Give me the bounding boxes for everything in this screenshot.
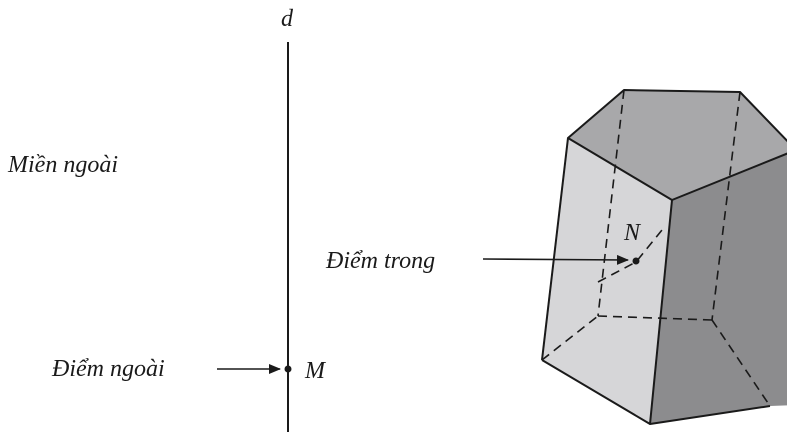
point-m <box>284 365 292 373</box>
hidden-edge-1 <box>597 89 625 317</box>
inner-point-arrow <box>482 254 629 265</box>
inner-point-caption: Điểm trong <box>325 248 435 274</box>
prism-top-face <box>568 90 787 200</box>
bottom-edges <box>541 359 771 425</box>
hidden-edge-4 <box>597 315 713 321</box>
hidden-edge-2 <box>711 91 741 321</box>
point-m-label: M <box>304 358 327 384</box>
outer-region-label: Miền ngoài <box>7 152 118 178</box>
hidden-edge-5 <box>711 319 771 407</box>
line-d-label: d <box>281 6 294 32</box>
front-left-edge <box>541 137 569 361</box>
pentagonal-prism <box>541 89 787 425</box>
hidden-edge-3 <box>541 315 599 361</box>
prism-right-face <box>650 153 787 424</box>
point-n-label: N <box>623 220 642 246</box>
outer-point-caption: Điểm ngoài <box>51 356 165 382</box>
prism-top-outline <box>567 89 787 201</box>
point-n <box>632 257 640 265</box>
front-middle-edge <box>649 199 673 425</box>
prism-left-face <box>542 138 672 424</box>
